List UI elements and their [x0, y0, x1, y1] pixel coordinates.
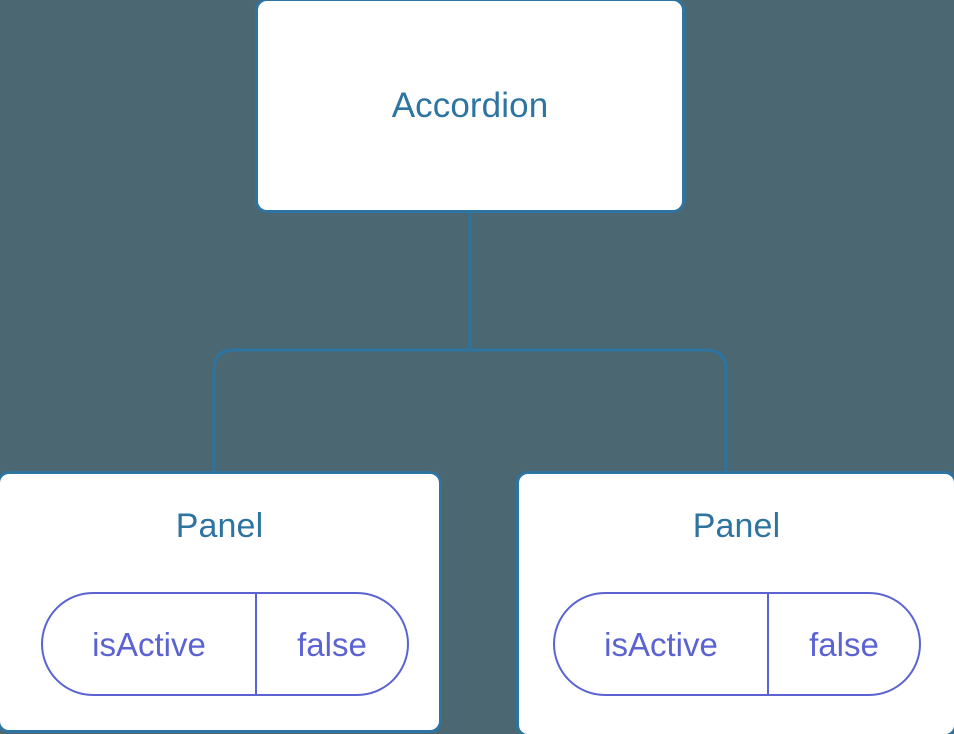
- node-panel-left[interactable]: Panel isActive false: [0, 471, 442, 733]
- node-panel-right[interactable]: Panel isActive false: [516, 471, 954, 734]
- edge-to-panel-right: [470, 348, 728, 474]
- prop-pill-isactive-left[interactable]: isActive false: [41, 592, 409, 696]
- prop-key-isactive-right: isActive: [604, 625, 718, 663]
- node-accordion-label: Accordion: [391, 86, 549, 125]
- node-accordion[interactable]: Accordion: [255, 0, 685, 213]
- prop-pill-isactive-right[interactable]: isActive false: [553, 592, 921, 696]
- node-panel-right-label: Panel: [692, 507, 781, 545]
- edge-to-panel-left: [212, 348, 470, 474]
- prop-key-isactive-left: isActive: [92, 625, 206, 663]
- prop-value-isactive-right: false: [767, 594, 919, 694]
- node-panel-left-label: Panel: [175, 507, 264, 545]
- prop-value-isactive-left: false: [255, 594, 407, 694]
